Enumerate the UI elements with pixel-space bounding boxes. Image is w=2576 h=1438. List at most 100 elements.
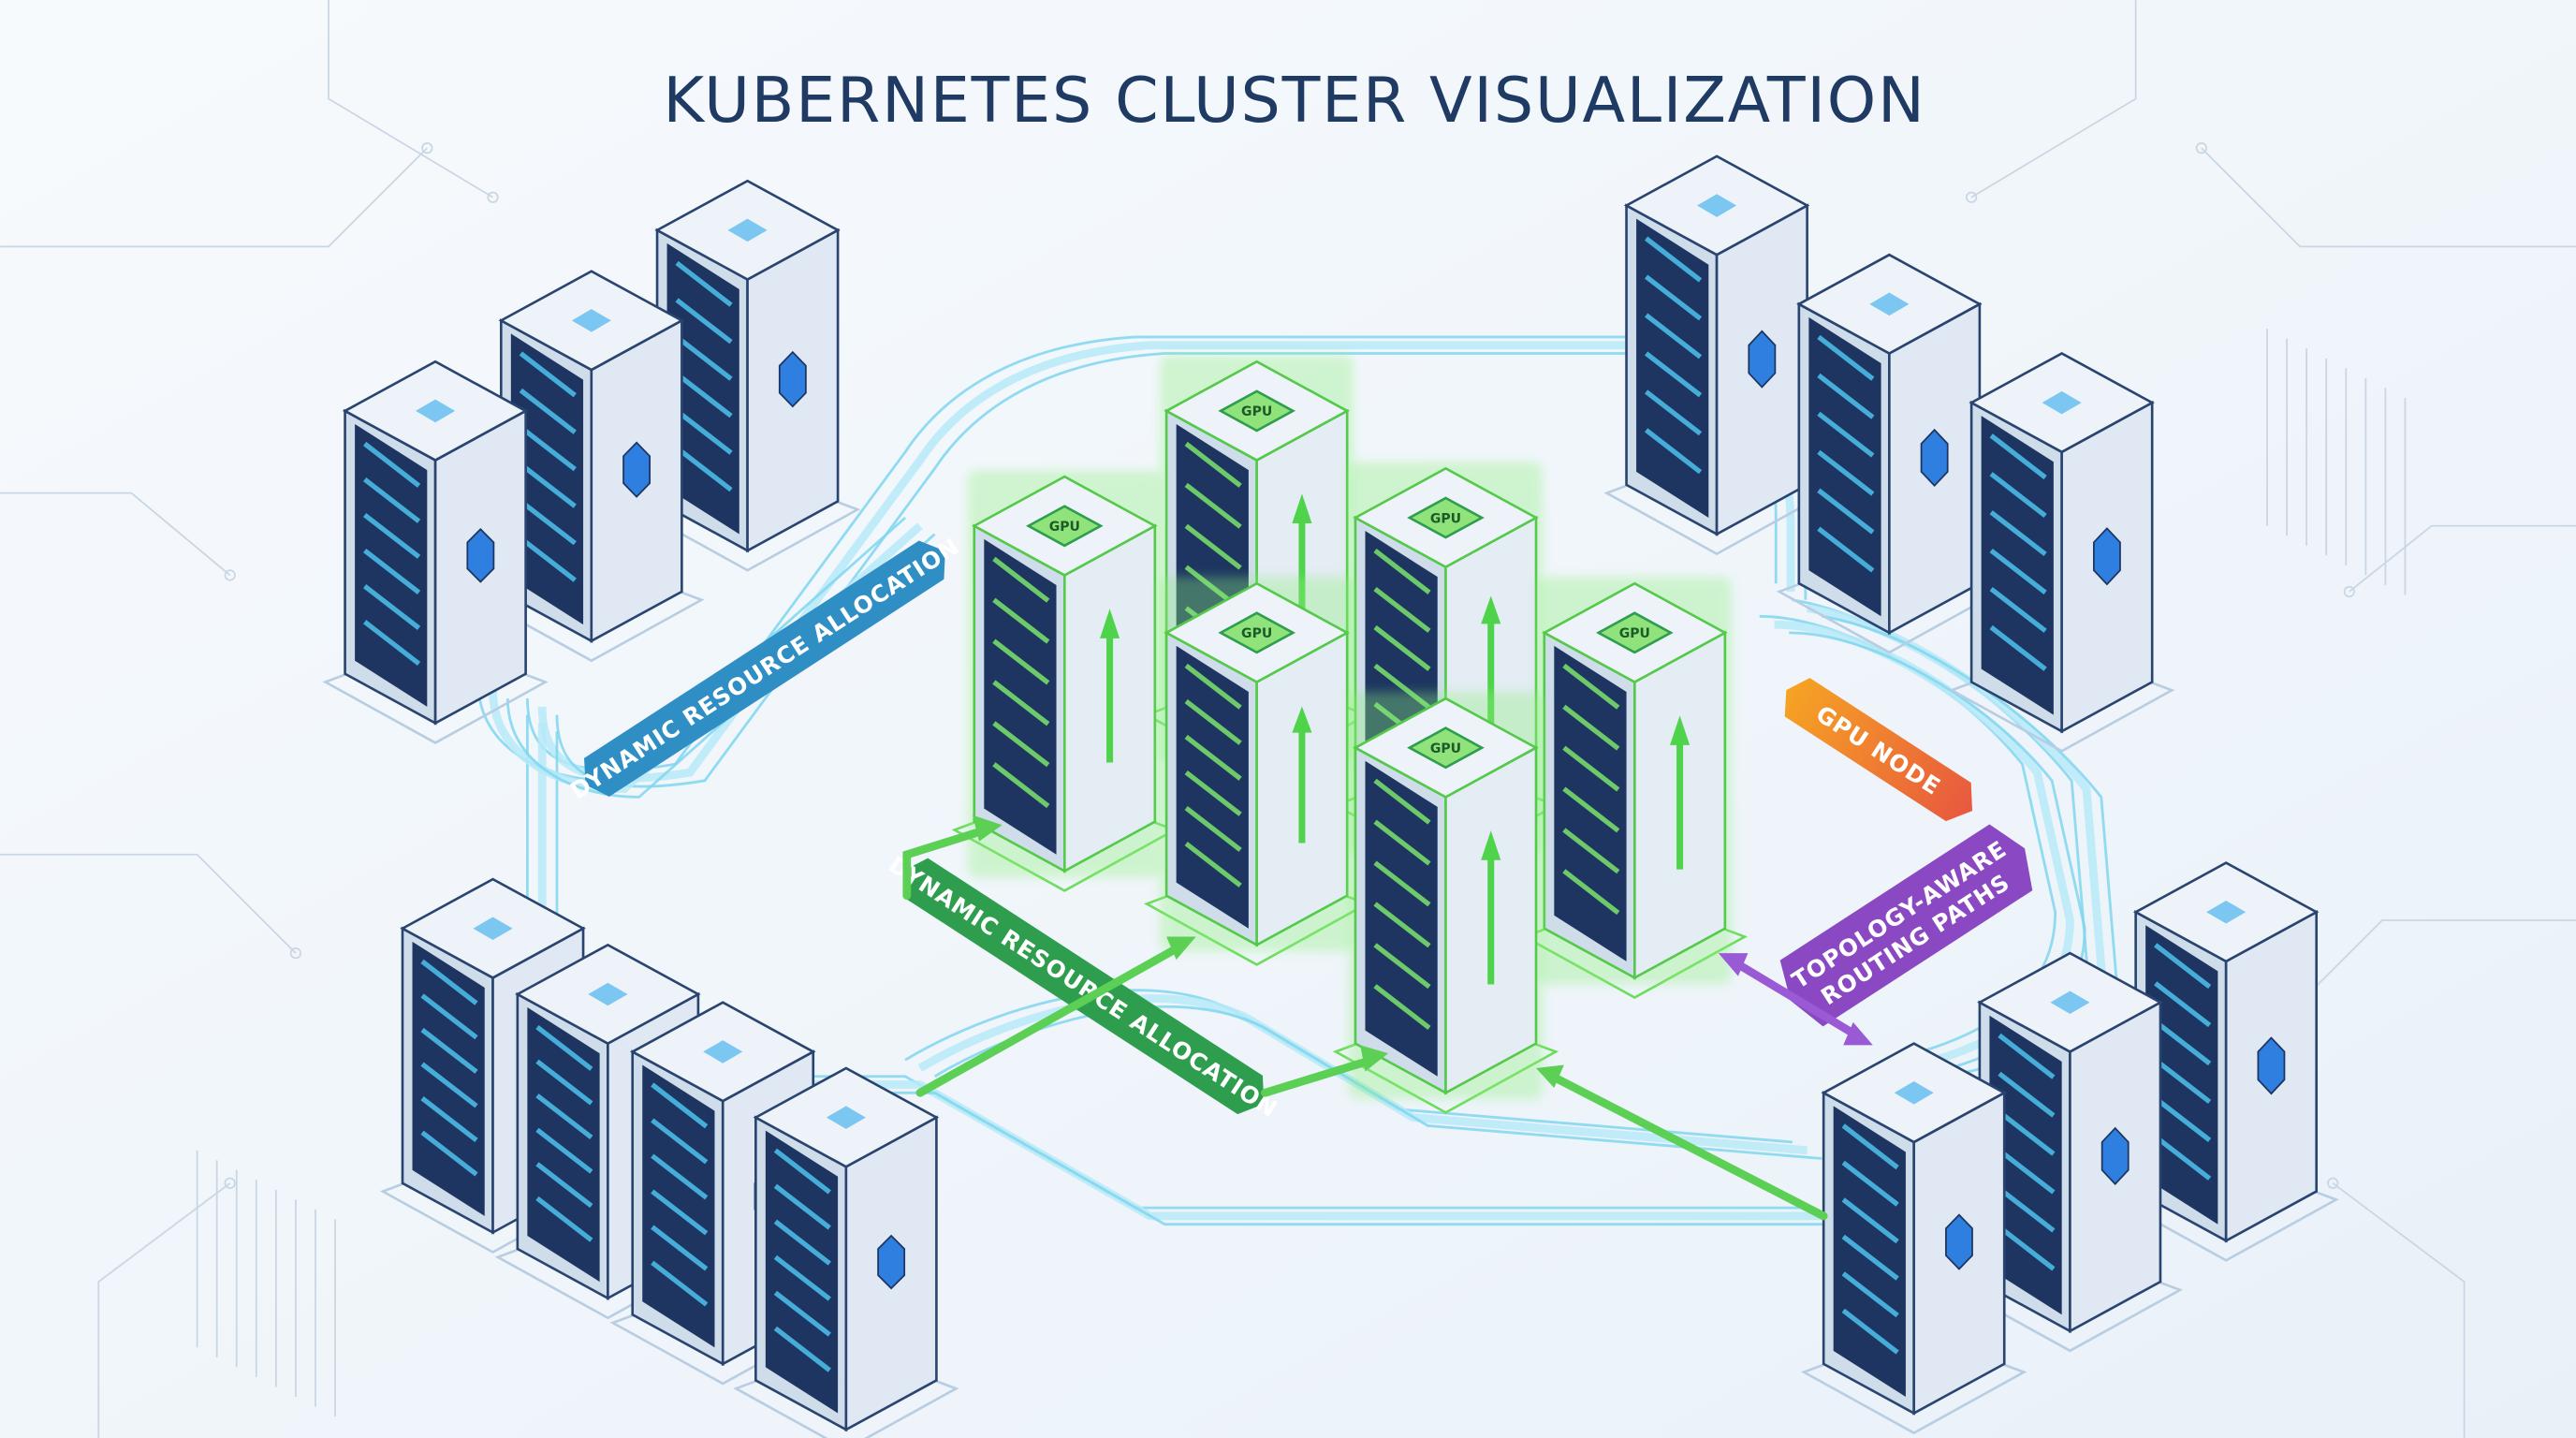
drive-bay-light	[420, 993, 478, 1040]
drive-bay-light	[1373, 586, 1431, 633]
drive-bay-light	[1841, 1160, 1899, 1207]
drive-bay-light	[675, 260, 733, 307]
activity-arrow-icon	[1670, 715, 1690, 745]
drive-bay-light	[1562, 745, 1620, 792]
gpu-chip-icon	[1025, 505, 1104, 548]
gpu-chip-label: GPU	[1241, 626, 1272, 641]
drive-bay-light	[420, 1096, 478, 1142]
gpu-chip-icon	[1595, 611, 1674, 654]
drive-bay-light	[1184, 842, 1242, 888]
drive-bay-light	[1562, 869, 1620, 916]
drive-bay-light	[1998, 1109, 2056, 1156]
drive-bay-light	[1817, 334, 1875, 381]
server-panel	[527, 1007, 600, 1283]
green-arrow	[1261, 1055, 1376, 1097]
allocation-arrows	[902, 814, 1873, 1221]
drive-bay-light	[363, 512, 421, 559]
hexagon-icon	[2257, 1036, 2286, 1095]
drive-bay-light	[1184, 698, 1242, 745]
drive-bay-light	[773, 1255, 831, 1301]
drive-bay-light	[1989, 624, 2047, 671]
arrow-head	[1360, 1045, 1389, 1072]
drive-bay-light	[1373, 778, 1431, 825]
drive-bay-light	[420, 959, 478, 1005]
drive-bay-light	[519, 388, 577, 434]
drive-bay-light	[1817, 449, 1875, 496]
routing-line	[505, 533, 936, 799]
drive-bay-light	[651, 1225, 709, 1271]
drive-bay-light	[519, 351, 577, 398]
hexagon-icon	[778, 350, 807, 408]
drive-bay-light	[535, 1162, 593, 1209]
drive-bay-light	[773, 1326, 831, 1372]
gpu-chip-label: GPU	[1049, 520, 1080, 535]
activity-arrow-icon	[1481, 830, 1501, 860]
drive-bay-light	[651, 1118, 709, 1165]
hexagon-icon	[1945, 1213, 1973, 1270]
drive-bay-light	[773, 1148, 831, 1195]
green-arrow	[902, 826, 990, 901]
drive-bay-light	[1998, 1148, 2056, 1195]
drive-bay-light	[1562, 828, 1620, 874]
drive-bay-light	[1373, 624, 1431, 671]
drive-bay-light	[675, 334, 733, 381]
hexagon-icon	[622, 441, 651, 498]
gpu-chip-icon	[1407, 726, 1485, 770]
circuit-trace	[2299, 919, 2576, 1004]
drive-bay-light	[535, 1093, 593, 1140]
drive-bay-light	[1184, 523, 1242, 570]
server-panel	[1808, 316, 1881, 617]
page-title: KUBERNETES CLUSTER VISUALIZATION	[663, 64, 1925, 137]
server-panel	[1636, 218, 1709, 519]
status-light-icon	[2042, 390, 2082, 415]
arrow-head	[973, 814, 1003, 842]
circuit-trace	[0, 853, 297, 954]
gpu-chip-label: GPU	[1619, 626, 1650, 641]
status-light-icon	[571, 309, 611, 332]
cluster-node-server	[634, 179, 861, 572]
drive-bay-light	[1841, 1197, 1899, 1244]
circuit-pad	[224, 569, 236, 581]
activity-arrow-icon	[1292, 493, 1312, 523]
drive-bay-light	[992, 556, 1050, 603]
status-light-icon	[416, 399, 456, 423]
hexagon-icon	[877, 1234, 906, 1290]
drive-bay-light	[1817, 373, 1875, 419]
drive-bay-light	[1373, 549, 1431, 594]
circuit-trace	[328, 0, 493, 198]
drive-bay-light	[519, 499, 577, 546]
drive-bay-light	[363, 477, 421, 523]
hexagon-icon	[1748, 330, 1777, 389]
server-panel	[355, 423, 428, 707]
drive-bay-light	[992, 762, 1050, 809]
drive-bay-light	[1989, 586, 2047, 633]
drive-bay-light	[363, 620, 421, 666]
server-panel	[1176, 645, 1249, 929]
server-panel	[412, 941, 485, 1216]
server-panel	[1554, 645, 1627, 961]
drive-bay-light	[1184, 805, 1242, 852]
drive-bay-light	[2154, 1058, 2212, 1105]
drive-bay-light	[1645, 351, 1703, 398]
drive-bay-light	[992, 721, 1050, 768]
gpu-chip-icon	[1218, 389, 1296, 433]
gpu-chip-label: GPU	[1430, 741, 1461, 756]
drive-bay-light	[675, 408, 733, 455]
drive-bay-light	[1817, 488, 1875, 535]
arrow-head	[1718, 953, 1749, 976]
drive-bay-light	[1841, 1271, 1899, 1318]
gpu-node-server: GPU	[951, 470, 1178, 892]
drive-bay-light	[1373, 860, 1431, 907]
drive-bay-light	[651, 1082, 709, 1129]
drive-bay-light	[363, 549, 421, 594]
drive-bay-light	[1184, 770, 1242, 816]
drive-bay-light	[1998, 1225, 2056, 1271]
activity-arrow-icon	[1292, 706, 1312, 733]
status-light-icon	[826, 1106, 866, 1129]
hexagon-icon	[2100, 1126, 2130, 1185]
circuit-pad	[289, 946, 302, 960]
drive-bay-light	[675, 446, 733, 492]
status-light-icon	[1869, 292, 1910, 316]
